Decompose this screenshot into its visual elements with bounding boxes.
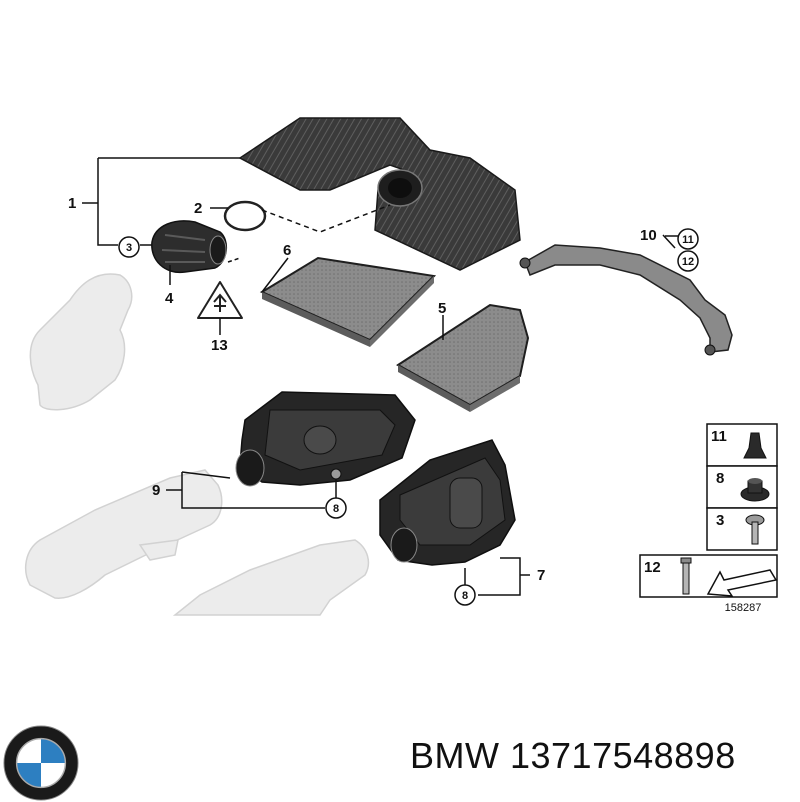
- legend-panel: [639, 423, 778, 598]
- callout-9: 9: [152, 482, 160, 499]
- callout-8b-circle: [454, 584, 476, 606]
- callout-8a: 8: [333, 503, 339, 515]
- air-filter-housing-lower: [379, 439, 516, 566]
- screw-icon: [745, 514, 765, 545]
- seal-ring: [223, 200, 267, 232]
- callout-3: 3: [126, 242, 132, 254]
- air-filter-cover: [238, 117, 521, 271]
- legend-num-11: 11: [711, 428, 727, 445]
- filter-element-5: [396, 303, 530, 412]
- callout-10: 10: [640, 227, 657, 244]
- legend-num-8: 8: [716, 470, 724, 487]
- callout-7: 7: [537, 567, 545, 584]
- air-filter-housing-upper: [235, 391, 416, 487]
- filter-element-6: [259, 256, 437, 347]
- callout-5: 5: [438, 300, 446, 317]
- tool-arrow-icon: [706, 569, 778, 597]
- rubber-mount-icon: [740, 478, 770, 502]
- callout-2: 2: [194, 200, 202, 217]
- diagram-id: 158287: [725, 602, 762, 614]
- callout-4: 4: [165, 290, 174, 307]
- callout-6: 6: [283, 242, 291, 259]
- warning-sign-icon: [197, 281, 243, 319]
- legend-num-3: 3: [716, 512, 724, 529]
- part-number-caption: BMW 13717548898: [410, 735, 736, 776]
- callout-11: 11: [682, 234, 694, 246]
- grommet-icon: [743, 432, 767, 459]
- intake-duct-upper: [29, 273, 133, 411]
- connector-sleeve: [151, 220, 227, 274]
- callout-8a-circle: [325, 497, 347, 519]
- callout-12: 12: [682, 256, 694, 268]
- bolt-icon: [680, 557, 692, 595]
- callout-13: 13: [211, 337, 228, 354]
- bracket-10: [519, 244, 733, 356]
- intake-duct-lower-right: [172, 539, 370, 616]
- callout-11-circle: [677, 228, 699, 250]
- callout-3-circle: [118, 236, 140, 258]
- legend-num-12: 12: [644, 559, 661, 576]
- intake-duct-lower-left: [24, 469, 223, 599]
- leader-lines: [82, 157, 678, 596]
- callout-1: 1: [68, 195, 76, 212]
- bmw-logo: [3, 725, 79, 801]
- callout-8b: 8: [462, 590, 468, 602]
- callout-12-circle: [677, 250, 699, 272]
